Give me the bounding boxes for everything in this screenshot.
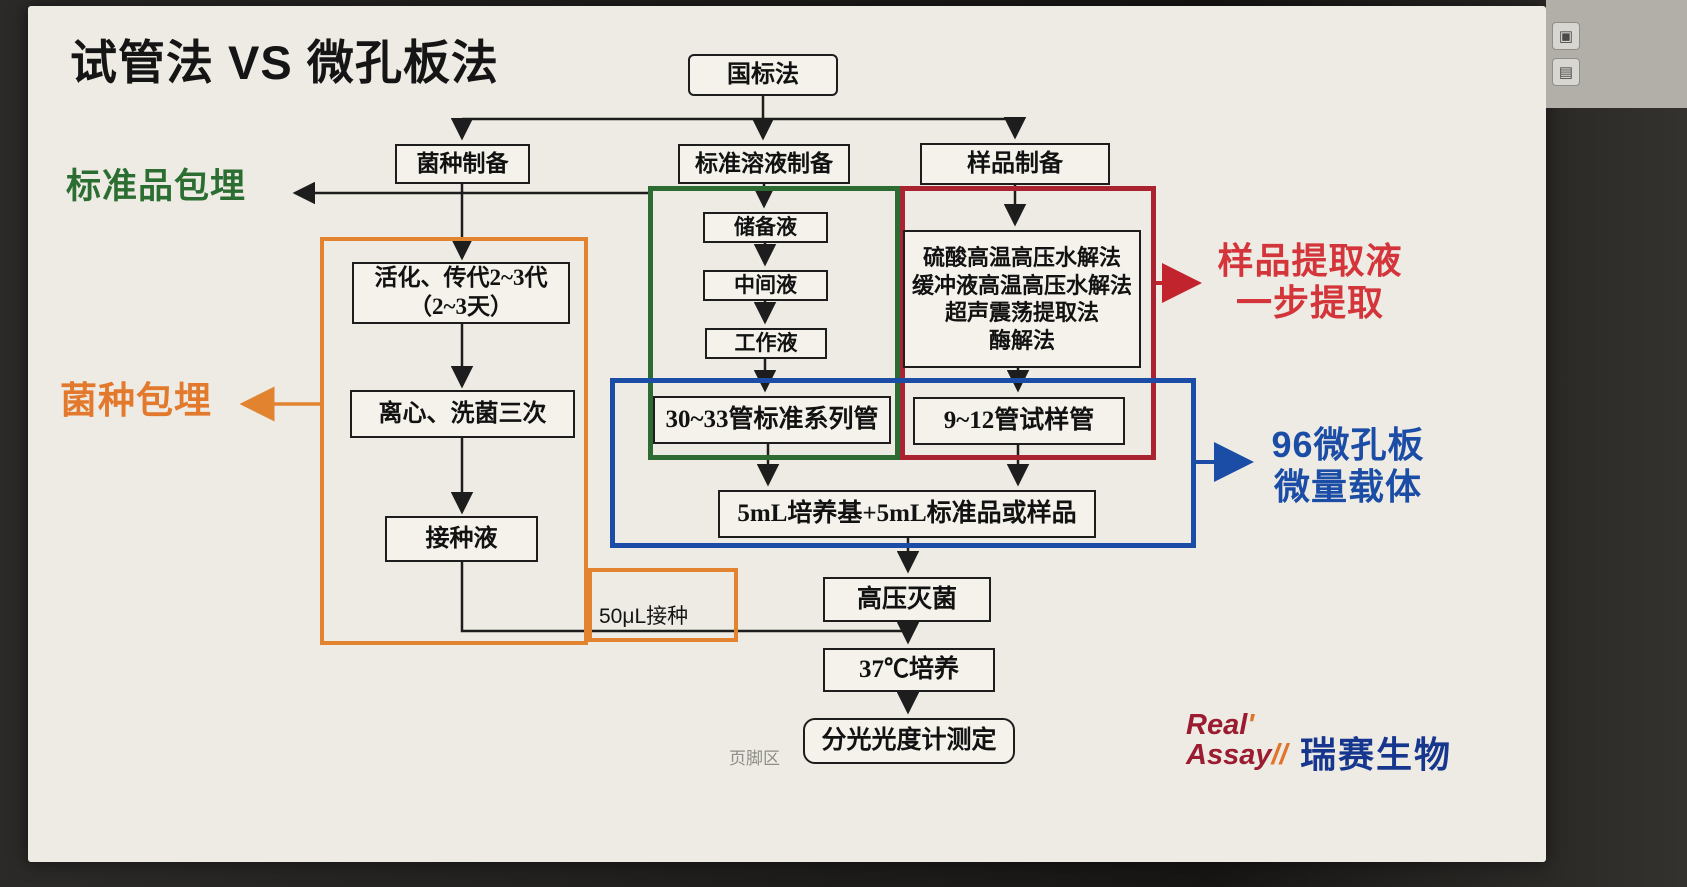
node-spectrophotometer: 分光光度计测定 [803, 718, 1015, 764]
node-incubation-37c: 37℃培养 [823, 648, 995, 692]
footer-placeholder: 页脚区 [729, 749, 780, 768]
node-intermediate-solution: 中间液 [703, 270, 828, 301]
label-96-microplate: 96微孔板 微量载体 [1271, 424, 1425, 507]
node-autoclave: 高压灭菌 [823, 577, 991, 622]
image-tool-icon[interactable]: ▤ [1552, 58, 1580, 86]
strain-group-outline [320, 237, 588, 645]
node-medium-plus-sample: 5mL培养基+5mL标准品或样品 [718, 490, 1096, 538]
node-national-standard-method: 国标法 [688, 54, 838, 96]
node-activation-passage: 活化、传代2~3代 （2~3天） [352, 262, 570, 324]
node-centrifuge-wash: 离心、洗菌三次 [350, 390, 575, 438]
sample-group-outline [900, 186, 1156, 460]
node-sample-tubes: 9~12管试样管 [913, 397, 1125, 445]
node-sample-preparation: 样品制备 [920, 143, 1110, 185]
node-standard-series-tubes: 30~33管标准系列管 [653, 396, 891, 444]
inoculation-volume-label: 50μL接种 [599, 605, 689, 628]
realassay-logo: Real' Assay// [1186, 709, 1288, 771]
slide-title: 试管法 VS 微孔板法 [70, 36, 499, 89]
desktop-side-panel [1546, 0, 1687, 108]
brand-name: 瑞赛生物 [1300, 734, 1453, 775]
node-extraction-methods: 硫酸高温高压水解法 缓冲液高温高压水解法 超声震荡提取法 酶解法 [903, 230, 1141, 368]
node-inoculum: 接种液 [385, 516, 538, 562]
microplate-group-outline [610, 378, 1196, 548]
standard-series-group-outline [648, 186, 900, 460]
node-stock-solution: 储备液 [703, 212, 828, 243]
logo-swoosh-icon: // [1271, 739, 1288, 771]
node-working-solution: 工作液 [705, 328, 827, 359]
window-tool-icon[interactable]: ▣ [1552, 22, 1580, 50]
label-sample-extract: 样品提取液 一步提取 [1217, 240, 1403, 323]
node-standard-solution-preparation: 标准溶液制备 [678, 144, 850, 184]
logo-flame-icon: ' [1247, 709, 1255, 741]
label-standard-embedding: 标准品包埋 [66, 167, 247, 206]
inoculation-volume-outline [588, 568, 738, 642]
label-strain-embedding: 菌种包埋 [60, 380, 212, 421]
node-strain-preparation: 菌种制备 [395, 144, 530, 184]
